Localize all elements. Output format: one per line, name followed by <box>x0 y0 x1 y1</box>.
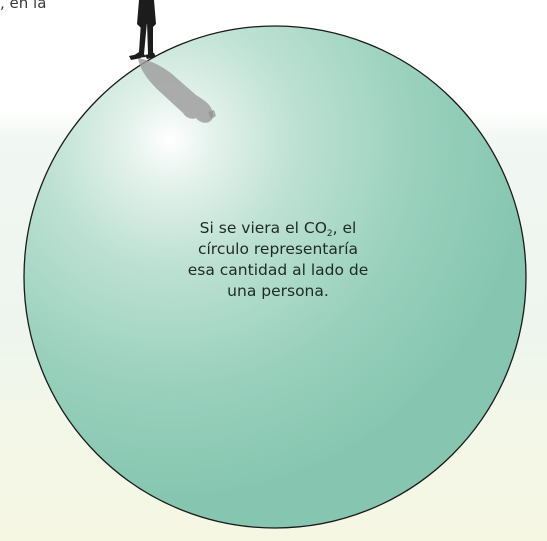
co2-volume-circle <box>23 25 527 529</box>
co2-caption: Si se viera el CO2, el círculo represent… <box>160 218 396 302</box>
person-icon <box>129 0 156 60</box>
caption-line-1: Si se viera el CO2, el <box>199 219 357 239</box>
caption-line-3: esa cantidad al lado de <box>187 261 369 279</box>
person-shadow <box>138 58 216 123</box>
caption-line-4: una persona. <box>227 282 329 300</box>
caption-line-2: círculo representaría <box>197 240 359 258</box>
cropped-text-snippet: , en la <box>0 0 47 12</box>
